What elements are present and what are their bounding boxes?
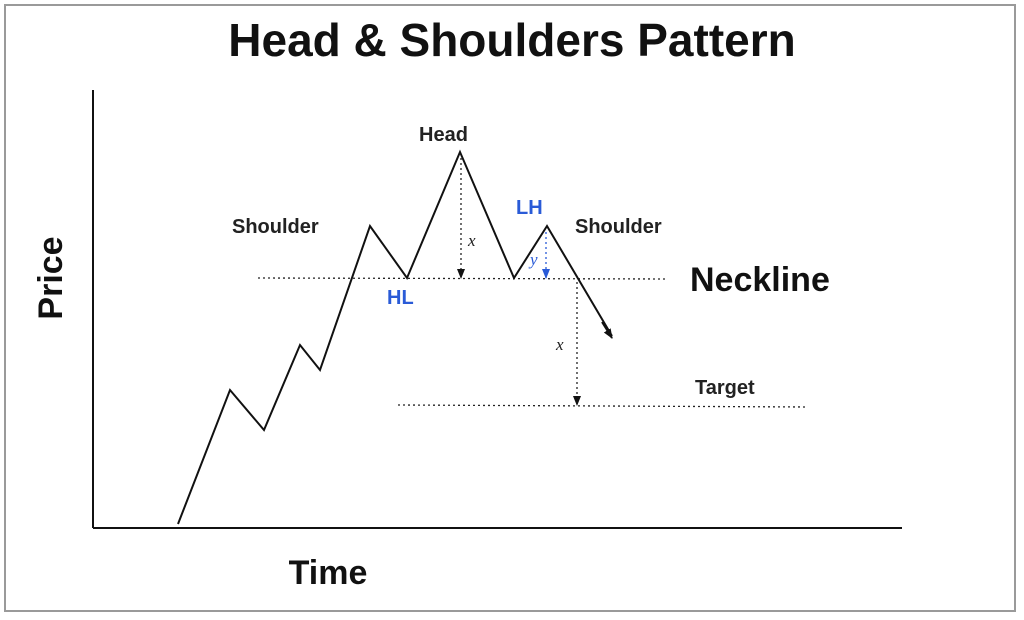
diagram-frame <box>4 4 1016 612</box>
target-label: Target <box>695 377 755 399</box>
lower-high-label: LH <box>516 197 543 219</box>
price-path <box>177 149 613 525</box>
higher-low-label: HL <box>387 287 414 309</box>
y-axis-label: Price <box>32 236 70 319</box>
left-shoulder-label: Shoulder <box>232 216 319 238</box>
head-label: Head <box>419 124 468 146</box>
diagram-title: Head & Shoulders Pattern <box>228 14 795 66</box>
breakdown-arrow <box>601 321 613 339</box>
right-shoulder-label: Shoulder <box>575 216 662 238</box>
lower-high-drop-label: y <box>528 250 538 269</box>
target-projection-label: x <box>555 335 564 354</box>
neckline <box>257 277 667 280</box>
neckline-label: Neckline <box>690 261 830 299</box>
target-line <box>397 404 809 408</box>
head-height-label: x <box>467 231 476 250</box>
x-axis-label: Time <box>289 554 368 592</box>
